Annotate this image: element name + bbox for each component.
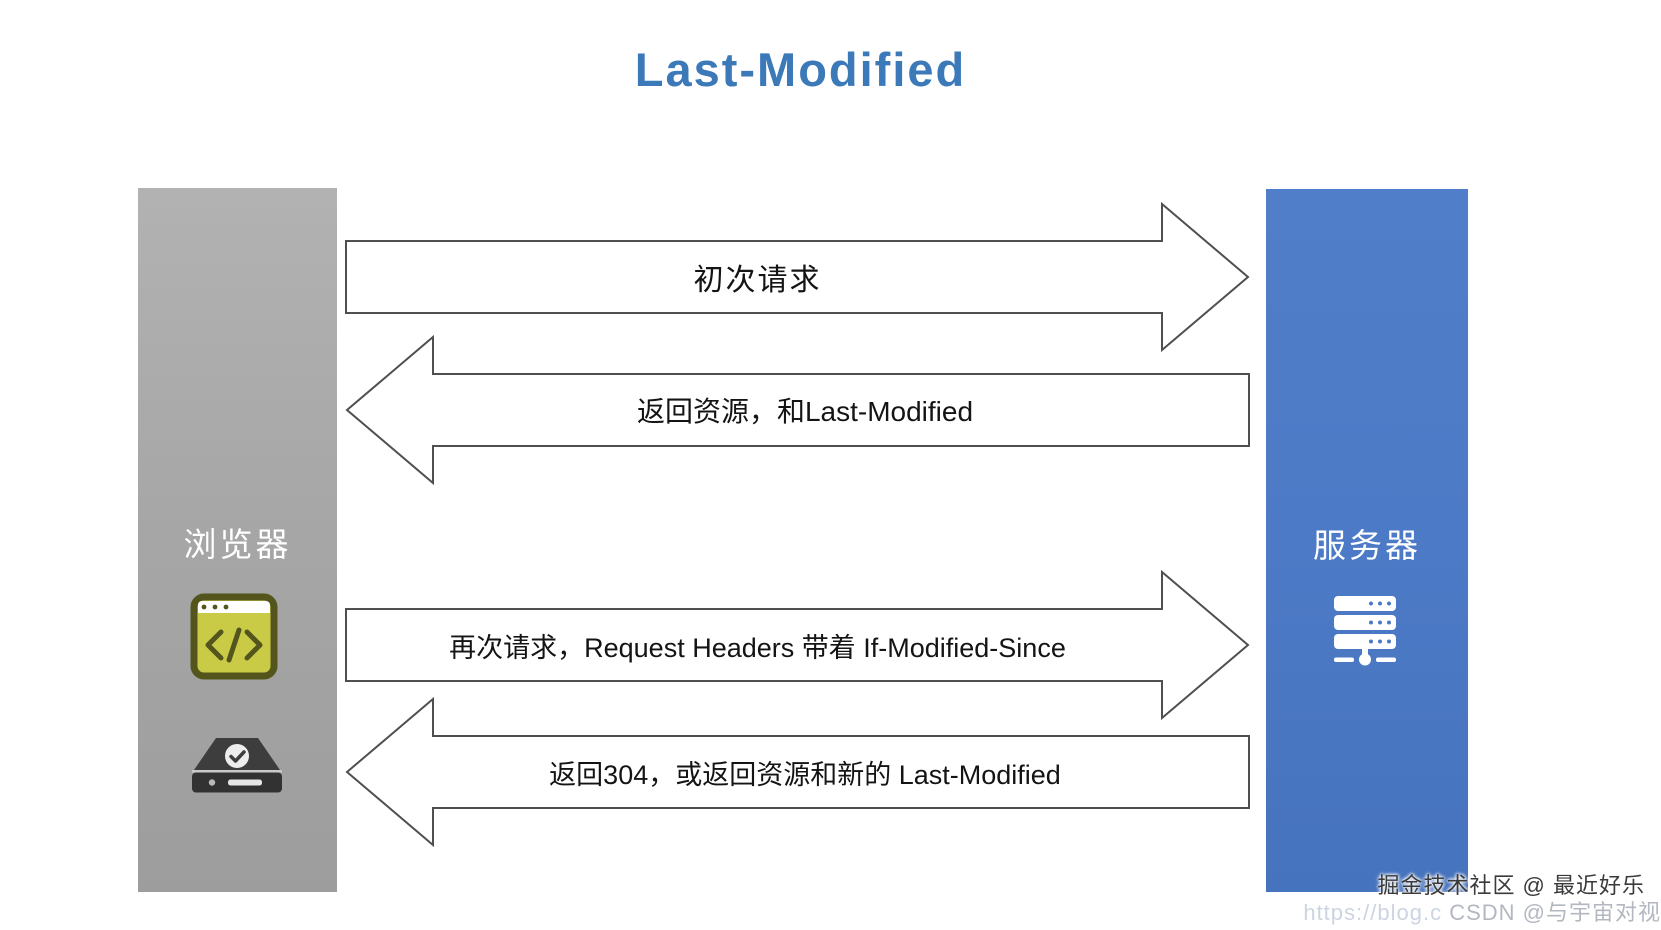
arrow-initial-request-label: 初次请求 — [693, 264, 822, 297]
server-rack-icon — [1334, 596, 1396, 671]
browser-code-window-icon — [190, 593, 278, 685]
watermark-csdn-text: CSDN @与宇宙对视 — [1449, 900, 1661, 925]
arrow-response-last-modified-label: 返回资源，和Last-Modified — [636, 396, 974, 427]
arrow-second-request: 再次请求，Request Headers 带着 If-Modified-Sinc… — [345, 570, 1250, 720]
arrow-initial-request: 初次请求 — [345, 202, 1250, 352]
arrow-response-304-label: 返回304，或返回资源和新的 Last-Modified — [549, 759, 1061, 790]
arrow-response-last-modified: 返回资源，和Last-Modified — [345, 335, 1250, 485]
arrow-second-request-label: 再次请求，Request Headers 带着 If-Modified-Sinc… — [449, 632, 1066, 663]
watermark-csdn: https://blog.c CSDN @与宇宙对视 — [1303, 895, 1661, 927]
server-panel: 服务器 — [1266, 189, 1468, 892]
watermark-juejin: 掘金技术社区 @ 最近好乐 — [1377, 873, 1645, 898]
hard-drive-check-icon — [192, 736, 282, 799]
browser-panel: 浏览器 — [138, 188, 337, 892]
watermark-url: https://blog.c — [1303, 900, 1443, 925]
browser-label: 浏览器 — [183, 526, 292, 563]
server-label: 服务器 — [1313, 527, 1421, 564]
page-title: Last-Modified — [634, 43, 967, 96]
arrow-response-304: 返回304，或返回资源和新的 Last-Modified — [345, 697, 1250, 847]
